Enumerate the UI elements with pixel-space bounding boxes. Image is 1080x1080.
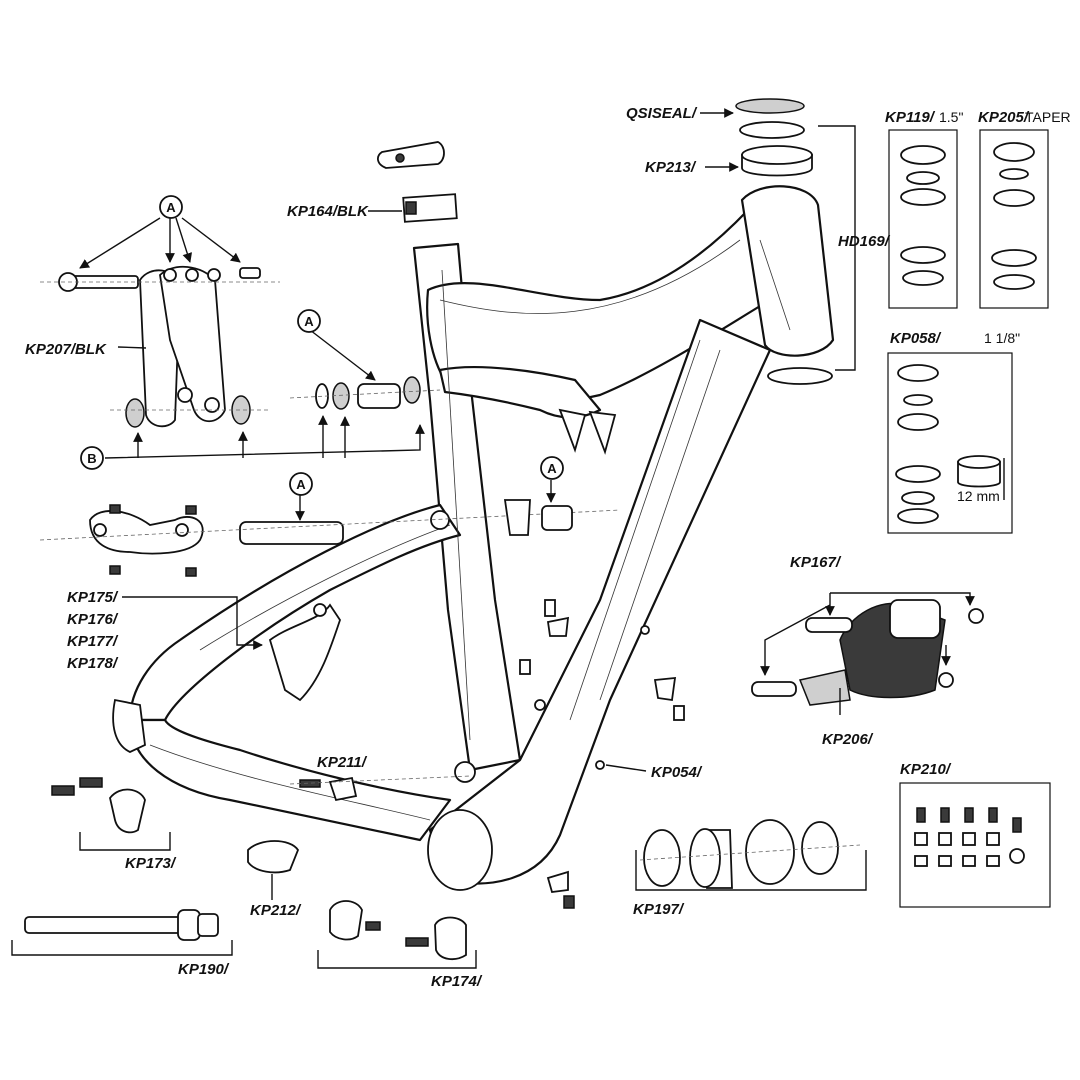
chainstay-protector — [247, 840, 300, 900]
dropout-kp174 — [317, 900, 477, 969]
hardware-box-kp210 — [899, 782, 1051, 908]
headset-box-kp205 — [979, 129, 1049, 309]
cable-guides — [519, 599, 685, 909]
label-kp177: KP177/ — [67, 633, 119, 650]
label-kp212: KP212/ — [250, 902, 302, 919]
label-dimension: 12 mm — [957, 488, 1000, 504]
label-kp176: KP176/ — [67, 611, 119, 628]
label-kp213: KP213/ — [645, 159, 697, 176]
label-qsiseal: QSISEAL/ — [626, 105, 698, 122]
label-kp210: KP210/ — [900, 761, 952, 778]
thru-axle — [11, 909, 233, 956]
callout-circles — [80, 195, 564, 496]
label-kp205-size: TAPER — [1025, 109, 1071, 125]
label-kp058-size: 1 1/8" — [984, 330, 1020, 346]
main-frame — [112, 185, 835, 891]
label-kp054: KP054/ — [651, 764, 703, 781]
callout-a-3: A — [296, 477, 306, 492]
label-kp206: KP206/ — [822, 731, 874, 748]
label-kp119: KP119/ — [885, 109, 936, 126]
hanger-kp173 — [51, 777, 171, 851]
label-kp167: KP167/ — [790, 554, 842, 571]
label-kp174: KP174/ — [431, 973, 483, 990]
bottom-bracket-bearings — [635, 819, 867, 891]
label-kp207: KP207/BLK — [25, 341, 107, 358]
headset-box-kp058 — [887, 352, 1013, 534]
label-kp205: KP205/ — [978, 109, 1030, 126]
leader-lines — [79, 108, 739, 772]
label-kp190: KP190/ — [178, 961, 230, 978]
upper-link — [40, 265, 280, 428]
headset-box-kp119 — [888, 129, 958, 309]
pivot-bearings — [289, 376, 441, 410]
label-kp119-size: 1.5" — [939, 109, 963, 125]
label-kp178: KP178/ — [67, 655, 119, 672]
rocker-link — [268, 603, 341, 702]
callout-a-2: A — [304, 314, 314, 329]
derailleur-hanger-bolt — [289, 775, 471, 802]
label-kp211: KP211/ — [317, 754, 368, 771]
label-hd169: HD169/ — [838, 233, 891, 250]
headset-stack — [735, 98, 856, 385]
label-kp058: KP058/ — [890, 330, 942, 347]
seat-clamp — [377, 141, 458, 223]
callout-a-4: A — [547, 461, 557, 476]
label-kp164: KP164/BLK — [287, 203, 369, 220]
label-kp197: KP197/ — [633, 901, 685, 918]
callout-a-1: A — [166, 200, 176, 215]
rear-shock — [751, 592, 984, 715]
callout-b: B — [87, 451, 96, 466]
seatstay-bridge — [39, 499, 621, 577]
label-kp173: KP173/ — [125, 855, 177, 872]
label-kp175: KP175/ — [67, 589, 119, 606]
